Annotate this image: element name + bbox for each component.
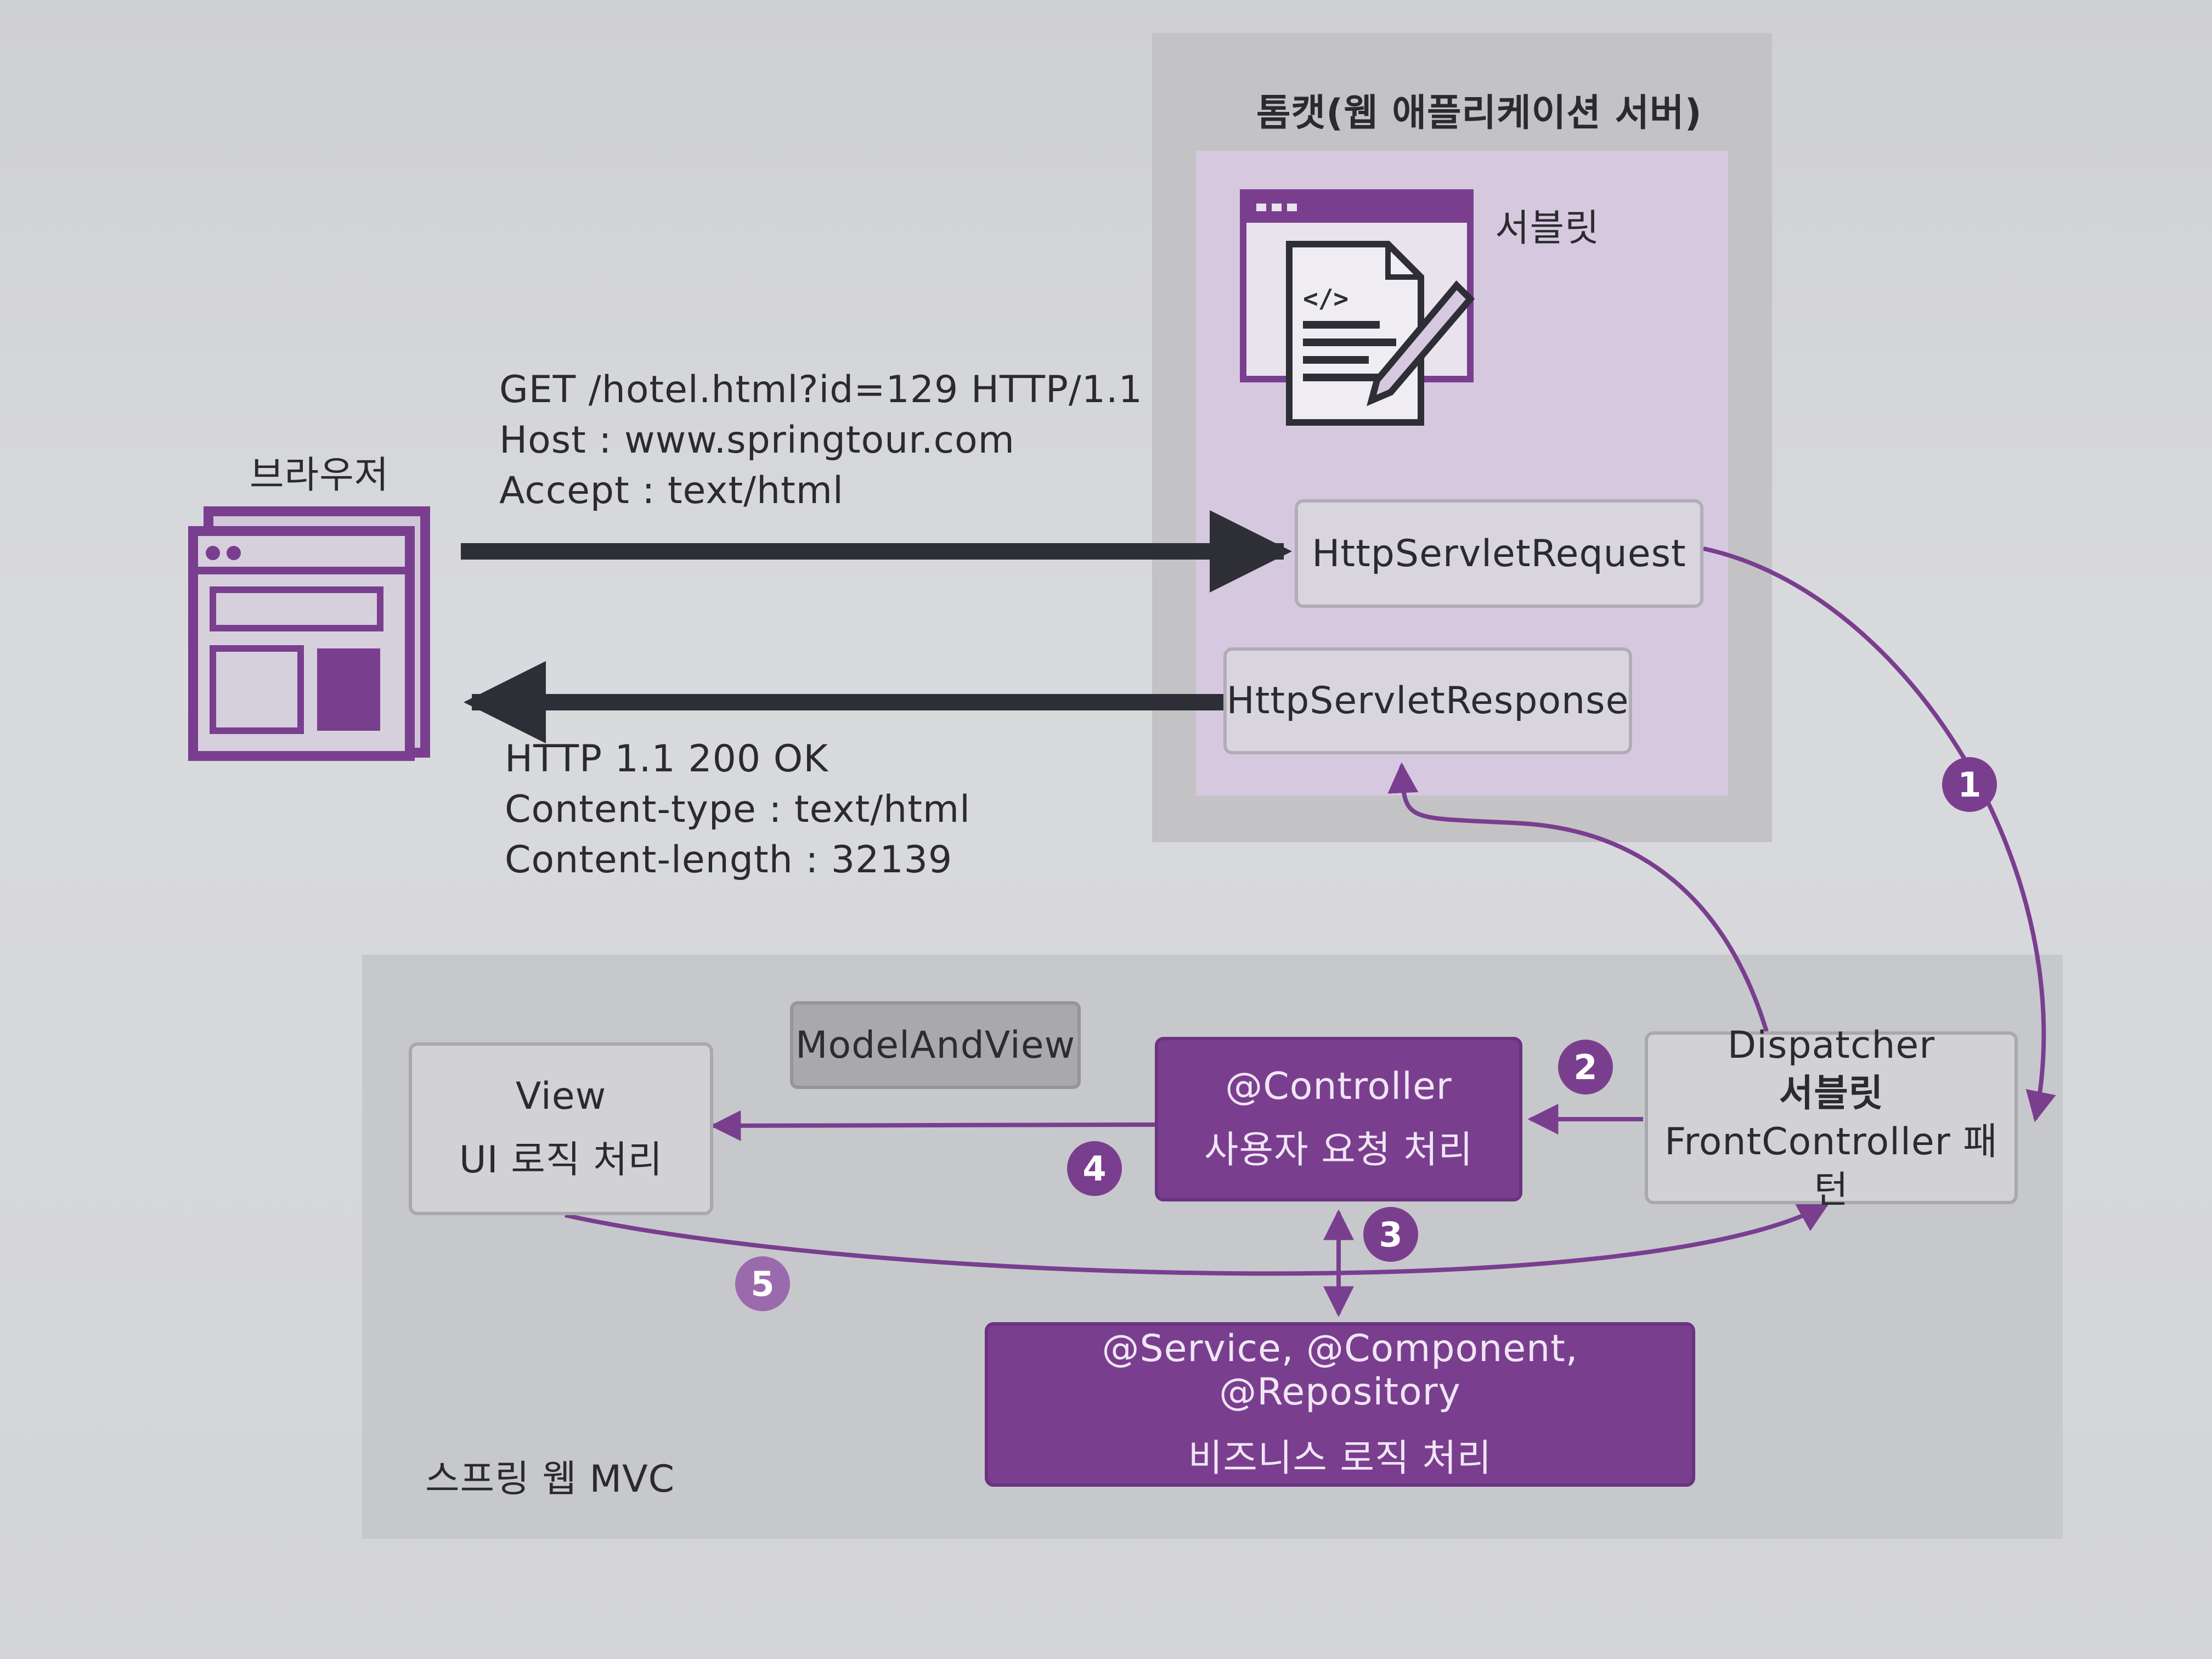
tomcat-title: 톰캣(웹 애플리케이션 서버) xyxy=(1256,92,1702,135)
view-box: View UI 로직 처리 xyxy=(409,1042,713,1215)
response-return-arrow xyxy=(1387,762,1769,1032)
http-servlet-response-box: HttpServletResponse xyxy=(1223,647,1632,754)
http-servlet-request-label: HttpServletRequest xyxy=(1312,532,1686,575)
view-title: View xyxy=(515,1074,607,1118)
response-status: HTTP 1.1 200 OK xyxy=(505,737,828,781)
browser-label: 브라우저 xyxy=(250,454,390,497)
dispatcher-servlet-box: Dispatcher 서블릿 FrontController 패턴 xyxy=(1645,1024,2018,1212)
http-servlet-request-box: HttpServletRequest xyxy=(1295,499,1703,608)
request-accept: Accept : text/html xyxy=(499,469,844,512)
view-subtitle: UI 로직 처리 xyxy=(459,1138,663,1182)
browser-icon xyxy=(187,505,433,763)
step-1-badge: 1 xyxy=(1942,757,1997,812)
model-and-view-label: ModelAndView xyxy=(795,1023,1076,1067)
service-title: @Service, @Component, @Repository xyxy=(1102,1327,1578,1414)
service-subtitle: 비즈니스 로직 처리 xyxy=(1188,1437,1492,1480)
dispatcher-line2: 서블릿 xyxy=(1779,1071,1884,1115)
service-box: @Service, @Component, @Repository 비즈니스 로… xyxy=(985,1322,1695,1487)
controller-title: @Controller xyxy=(1225,1065,1452,1108)
dispatcher-line3: FrontController 패턴 xyxy=(1664,1120,1998,1212)
servlet-label: 서블릿 xyxy=(1495,207,1600,250)
step-3-badge: 3 xyxy=(1363,1207,1418,1262)
dispatcher-line1: Dispatcher xyxy=(1727,1023,1936,1067)
servlet-icon: </> xyxy=(1240,189,1481,431)
step5-arrow xyxy=(565,1202,1830,1276)
controller-subtitle: 사용자 요청 처리 xyxy=(1204,1128,1474,1172)
model-and-view-box: ModelAndView xyxy=(790,1001,1081,1089)
response-content-length: Content-length : 32139 xyxy=(505,838,953,882)
request-line: GET /hotel.html?id=129 HTTP/1.1 xyxy=(499,368,1143,411)
svg-text:</>: </> xyxy=(1303,284,1348,313)
step-4-badge: 4 xyxy=(1067,1141,1122,1196)
response-message: HTTP 1.1 200 OK Content-type : text/html… xyxy=(505,734,970,885)
spring-mvc-label: 스프링 웹 MVC xyxy=(425,1458,675,1501)
controller-box: @Controller 사용자 요청 처리 xyxy=(1155,1037,1522,1201)
http-servlet-response-label: HttpServletResponse xyxy=(1226,679,1629,723)
request-message: GET /hotel.html?id=129 HTTP/1.1 Host : w… xyxy=(499,365,1143,516)
request-host: Host : www.springtour.com xyxy=(499,419,1015,462)
response-content-type: Content-type : text/html xyxy=(505,788,971,831)
step-2-badge: 2 xyxy=(1558,1040,1613,1094)
step4-arrow xyxy=(710,1110,1155,1141)
step-5-badge: 5 xyxy=(735,1256,790,1311)
